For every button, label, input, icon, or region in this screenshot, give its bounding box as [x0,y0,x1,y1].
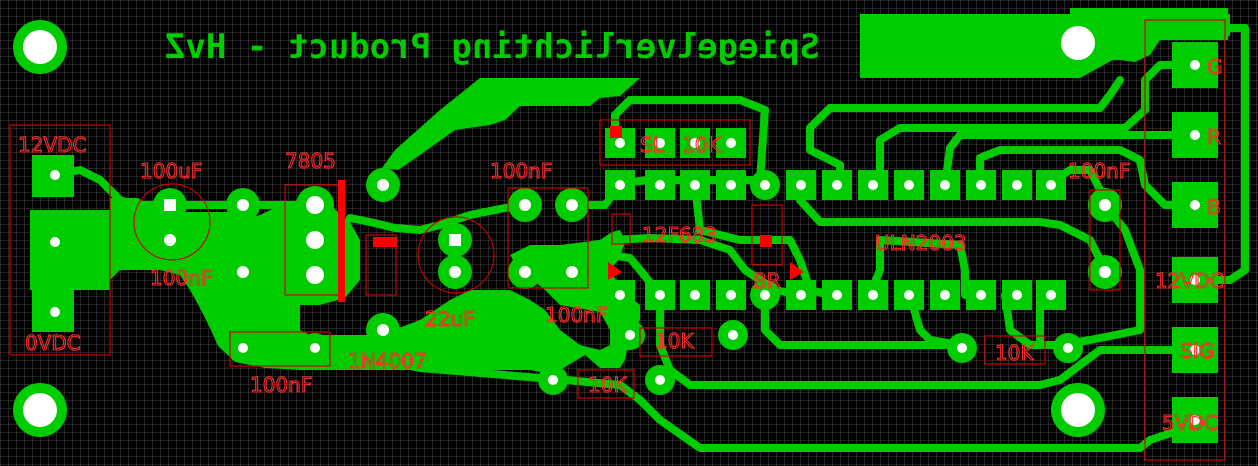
label-0vdc: 0VDC [25,331,81,355]
label-out-5vdc: 5VDC [1162,411,1218,435]
label-out-g: G [1207,55,1223,79]
mounting-holes [13,16,1105,437]
board-title: Spiegelverlichting Product - HvZ [165,27,820,67]
label-100nf-e: 100nF [1068,159,1130,183]
label-10k-b: 10K [655,329,694,353]
pads [32,42,1218,443]
label-br: BR [753,269,781,293]
label-100nf-b: 100nF [250,373,312,397]
label-7805: 7805 [285,149,336,173]
label-sl: SL [640,133,665,157]
label-10k-c: 10K [588,373,627,397]
label-out-b: B [1207,195,1221,219]
label-10k-a: 10K [682,133,721,157]
label-22uf: 22uF [425,307,475,331]
label-uln2003: ULN2003 [875,231,967,255]
silkscreen-outlines [9,19,1226,461]
label-100nf-c: 100nF [490,159,552,183]
label-10k-d: 10K [995,341,1034,365]
label-100uf: 100uF [140,159,202,183]
label-out-sig: SIG [1180,339,1214,363]
label-12f683: 12F683 [642,223,717,247]
label-out-12vdc: 12VDC [1155,269,1224,293]
silkscreen-labels: 12VDC 0VDC 100uF 100nF 7805 1N4007 100nF… [17,54,1224,435]
label-1n4007: 1N4007 [348,349,427,373]
label-out-r: R [1207,125,1221,149]
label-12vdc-in: 12VDC [18,133,87,157]
label-100nf-d: 100nF [545,303,607,327]
label-100nf-a: 100nF [150,266,212,290]
